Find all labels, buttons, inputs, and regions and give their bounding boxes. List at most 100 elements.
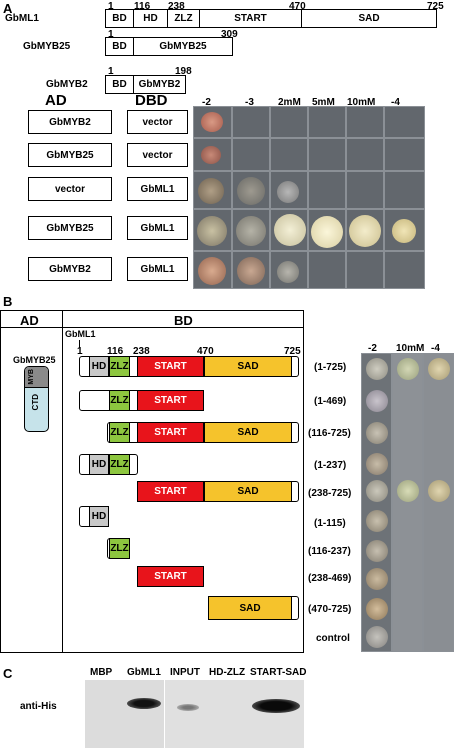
lane-label: MBP: [90, 667, 113, 678]
col-label: 10mM: [347, 97, 376, 108]
ad-header: AD: [45, 92, 67, 109]
dbd-row-2: vector: [127, 143, 188, 167]
start-domain: START: [137, 422, 204, 443]
construct-label: (238-469): [308, 573, 352, 584]
yeast-colony: [366, 422, 388, 444]
antibody-label: anti-His: [20, 701, 57, 712]
gbmyb25-capsule: MYB CTD: [24, 366, 49, 432]
yeast-colony: [366, 510, 388, 532]
yeast-colony: [277, 261, 299, 283]
yeast-colony: [349, 215, 381, 247]
start-domain: START: [137, 566, 204, 587]
hd-domain: HD: [89, 506, 109, 527]
ad-row-4: GbMYB25: [28, 216, 112, 240]
construct-label: (1-469): [314, 396, 347, 407]
domain-bd: BD: [106, 76, 134, 93]
start-domain: START: [137, 356, 204, 377]
col-label: -3: [245, 97, 254, 108]
growth-plate-a: [193, 106, 425, 289]
yeast-colony: [366, 626, 388, 648]
col-label: -2: [368, 343, 377, 354]
pos-725: 725: [427, 1, 444, 12]
construct-label: (116-725): [308, 428, 351, 439]
pos-1: 1: [77, 346, 83, 357]
yeast-colony: [428, 480, 450, 502]
construct-label: (1-725): [314, 362, 347, 373]
yeast-colony: [366, 358, 388, 380]
construct-label: (238-725): [308, 488, 352, 499]
col-label: 10mM: [396, 343, 425, 354]
yeast-colony: [237, 257, 265, 285]
col-label: -4: [391, 97, 400, 108]
gbml1-label-b: GbML1: [65, 329, 96, 339]
construct-label: control: [316, 633, 350, 644]
yeast-colony: [201, 112, 223, 132]
pos-116: 116: [107, 346, 124, 357]
zlz-domain: ZLZ: [109, 454, 130, 475]
yeast-colony: [428, 358, 450, 380]
domain-hd: HD: [134, 10, 168, 27]
domain-bd: BD: [106, 38, 134, 55]
pos-725: 725: [284, 346, 301, 357]
pos-198: 198: [175, 66, 192, 77]
ad-row-3: vector: [28, 177, 112, 201]
yeast-colony: [201, 146, 221, 164]
pos-116: 116: [134, 1, 151, 12]
construct-label: (1-115): [314, 518, 346, 529]
gbmyb25-bar: BD GbMYB25: [105, 37, 233, 56]
blot-band: [127, 698, 161, 709]
zlz-domain: ZLZ: [109, 422, 130, 443]
construct-label: (1-237): [314, 460, 347, 471]
ctd-label: CTD: [31, 394, 40, 411]
domain-bd: BD: [106, 10, 134, 27]
dbd-row-4: GbML1: [127, 216, 188, 240]
yeast-colony: [198, 257, 226, 285]
yeast-colony: [366, 540, 388, 562]
yeast-colony: [392, 219, 416, 243]
pos-1: 1: [108, 66, 114, 77]
domain-gbmyb25: GbMYB25: [159, 41, 207, 52]
pos-470: 470: [197, 346, 214, 357]
panel-a-label: A: [3, 1, 13, 16]
hd-domain: HD: [89, 356, 109, 377]
construct-label: (470-725): [308, 604, 352, 615]
yeast-colony: [311, 216, 343, 248]
lane-label: HD-ZLZ: [209, 667, 246, 678]
dbd-row-5: GbML1: [127, 257, 188, 281]
gbmyb25-name: GbMYB25: [23, 41, 71, 52]
yeast-colony: [397, 480, 419, 502]
sad-domain: SAD: [204, 481, 292, 502]
gbml1-bar: BD HD ZLZ START SAD: [105, 9, 437, 28]
gbmyb2-bar: BD GbMYB2: [105, 75, 186, 94]
domain-zlz: ZLZ: [168, 10, 200, 27]
ad-header-b: AD: [20, 313, 39, 328]
zlz-domain: ZLZ: [109, 356, 130, 377]
ad-row-1: GbMYB2: [28, 110, 112, 134]
yeast-colony: [366, 390, 388, 412]
yeast-colony: [237, 177, 265, 205]
blot-band: [252, 699, 300, 713]
dbd-row-1: vector: [127, 110, 188, 134]
hd-domain: HD: [89, 454, 109, 475]
start-domain: START: [137, 390, 204, 411]
col-label: -4: [431, 343, 440, 354]
col-label: 2mM: [278, 97, 301, 108]
blot-band: [177, 704, 199, 711]
start-domain: START: [137, 481, 204, 502]
lane-label: GbML1: [127, 667, 161, 678]
pos-309: 309: [221, 29, 238, 40]
yeast-colony: [236, 216, 266, 246]
myb-label: MYB: [28, 369, 35, 385]
western-blot-left: [85, 680, 164, 748]
construct-label: (116-237): [308, 546, 351, 557]
gbmyb2-name: GbMYB2: [46, 79, 88, 90]
yeast-colony: [277, 181, 299, 203]
domain-start: START: [200, 10, 302, 27]
dbd-row-3: GbML1: [127, 177, 188, 201]
sad-domain: SAD: [204, 356, 292, 377]
lane-label: INPUT: [170, 667, 200, 678]
yeast-colony: [366, 480, 388, 502]
panel-b-label: B: [3, 294, 13, 309]
col-label: -2: [202, 97, 211, 108]
yeast-colony: [366, 598, 388, 620]
